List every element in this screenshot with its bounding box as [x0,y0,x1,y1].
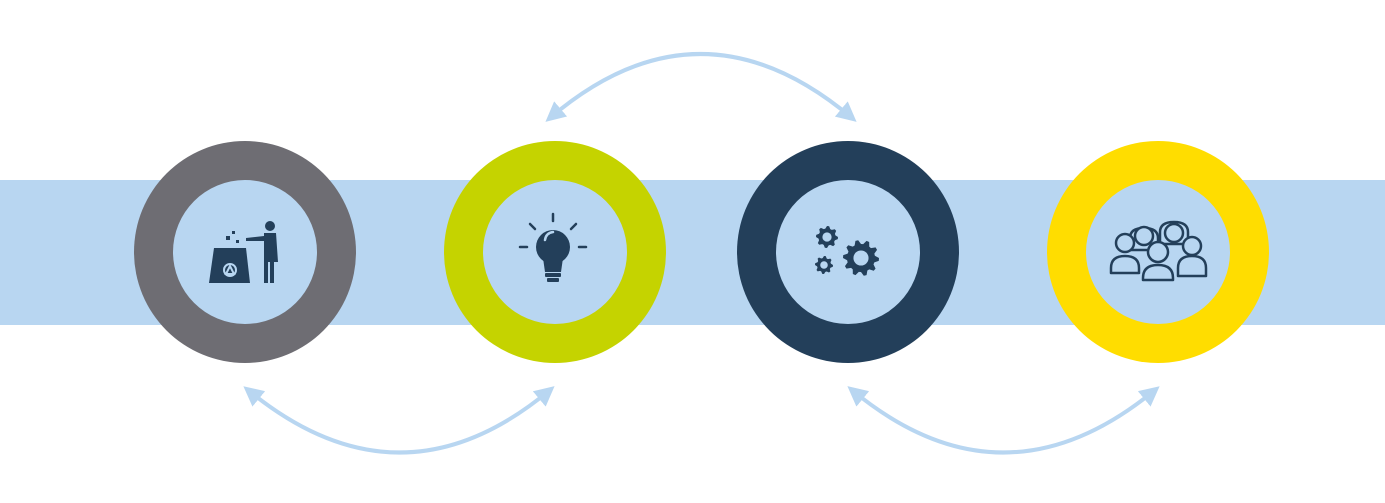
gear-hole [853,250,869,266]
arrow-disposal-idea [243,386,555,455]
gear-hole [822,232,832,242]
gear-hole [820,261,828,269]
arrow-idea-process [545,52,857,122]
step-people [1047,141,1269,363]
step-disposal [134,141,356,363]
step-process [737,141,959,363]
recycle-bin-person-icon [209,221,278,283]
connection-arrows [243,52,1160,455]
gears-icon [815,226,879,276]
arrow-process-people [847,386,1160,455]
people-group-icon [1109,220,1208,282]
step-idea [444,141,666,363]
lightbulb-icon [518,212,588,282]
